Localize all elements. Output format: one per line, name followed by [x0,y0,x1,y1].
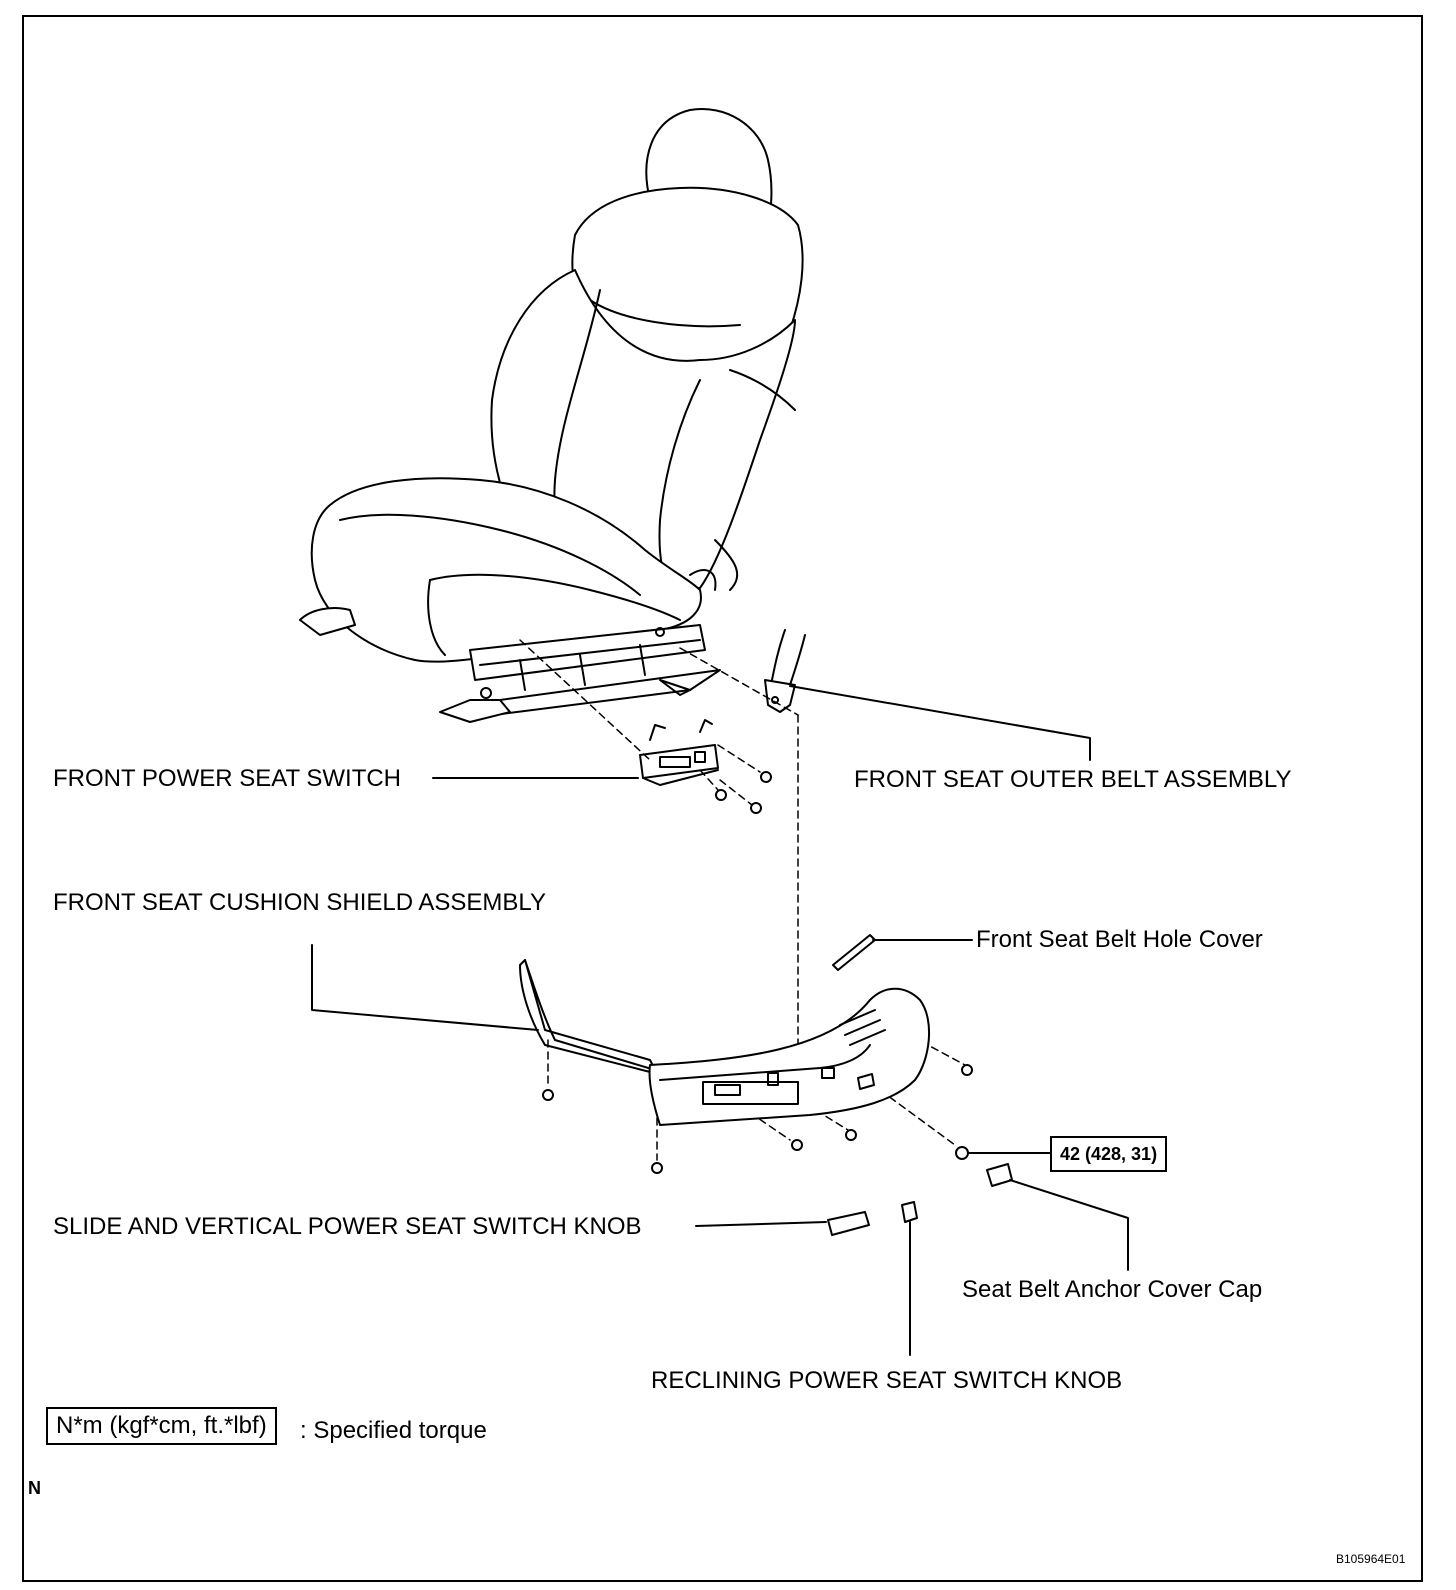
label-slide-vertical-knob: SLIDE AND VERTICAL POWER SEAT SWITCH KNO… [53,1213,642,1240]
belt-hole-cover-part [832,934,876,971]
reclining-knob-part [901,1201,918,1223]
label-front-seat-outer-belt-assembly: FRONT SEAT OUTER BELT ASSEMBLY [854,766,1292,793]
n-mark: N [28,1478,41,1498]
figure-id: B105964E01 [1336,1552,1406,1566]
label-front-seat-belt-hole-cover: Front Seat Belt Hole Cover [976,926,1263,953]
outer-belt-part [764,629,806,713]
leader-anchor-cap [1009,1179,1129,1271]
label-front-power-seat-switch: FRONT POWER SEAT SWITCH [53,765,402,792]
leader-outer-belt [789,685,1091,761]
leader-lines [311,685,1129,1356]
torque-spec-box: 42 (428, 31) [1050,1136,1168,1172]
power-seat-switch-part [639,719,772,814]
label-seat-belt-anchor-cover-cap: Seat Belt Anchor Cover Cap [962,1276,1263,1303]
leader-slide-knob [695,1221,827,1227]
seat-illustration [299,108,804,723]
cushion-shield-part [519,959,973,1174]
label-reclining-knob: RECLINING POWER SEAT SWITCH KNOB [651,1367,1123,1394]
diagram-frame [22,15,1423,1582]
label-front-seat-cushion-shield-assembly: FRONT SEAT CUSHION SHIELD ASSEMBLY [53,889,547,916]
leader-cushion-shield [311,944,539,1031]
legend-text: : Specified torque [300,1417,487,1444]
legend-torque-unit-box: N*m (kgf*cm, ft.*lbf) [46,1407,277,1445]
slide-vertical-knob-part [827,1211,870,1236]
anchor-cover-cap-part [986,1163,1013,1187]
